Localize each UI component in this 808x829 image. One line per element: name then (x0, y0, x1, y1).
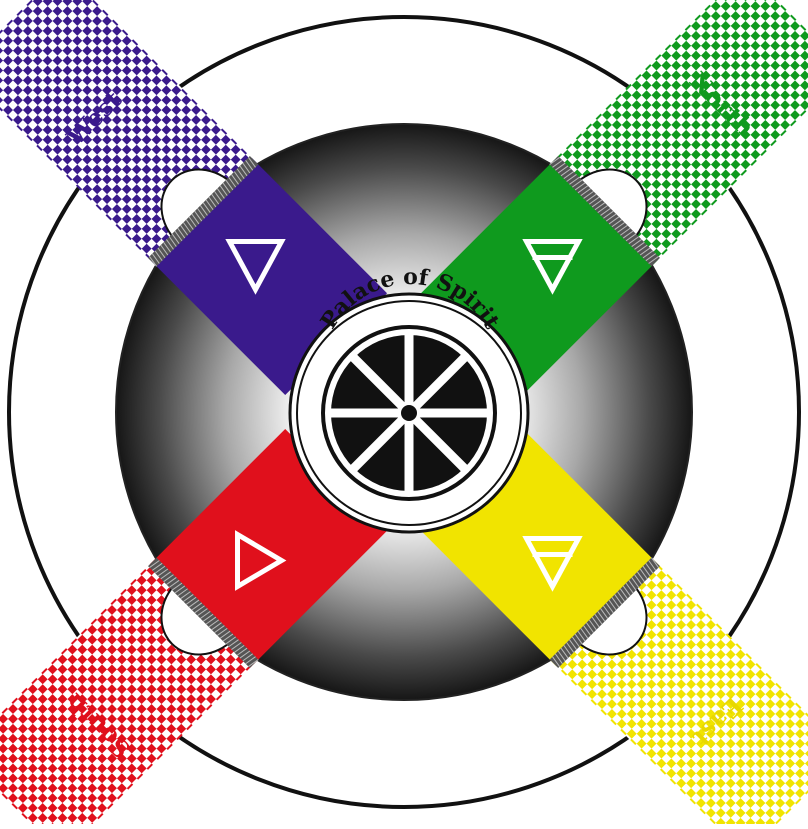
diagram-stage: Palace of Spirit West North South East (0, 0, 808, 824)
palace-diagram: Palace of Spirit West North South East (0, 0, 808, 824)
